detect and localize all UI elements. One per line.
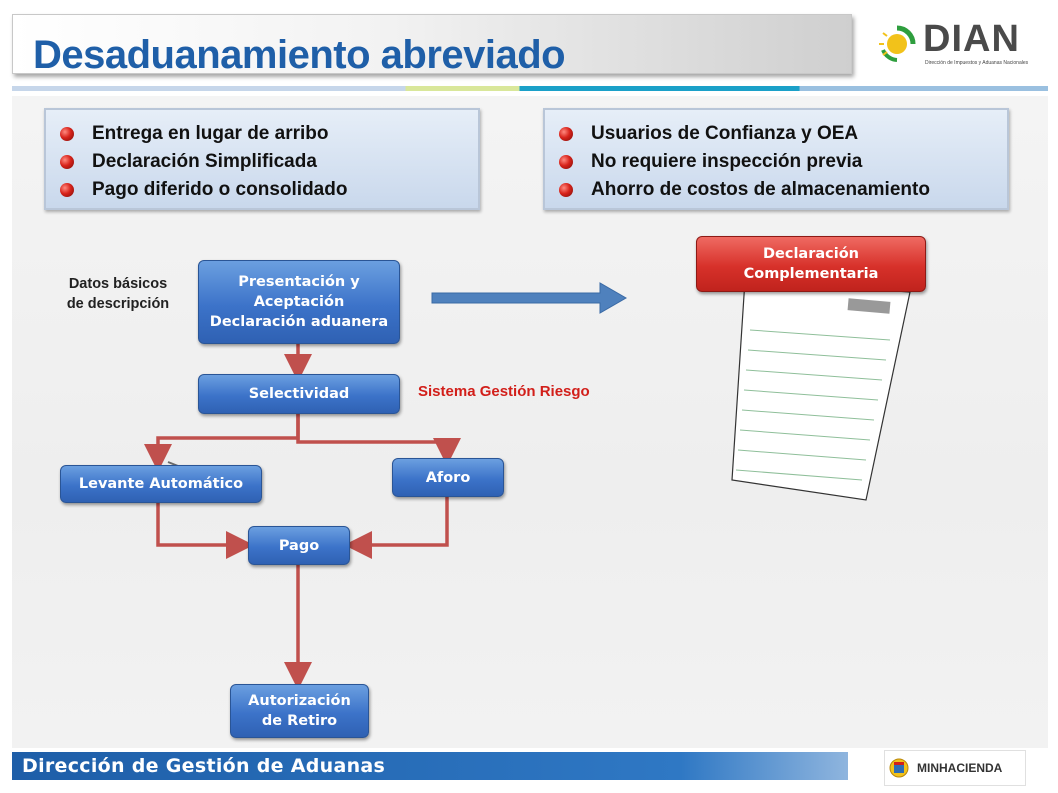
bullet-item: Entrega en lugar de arribo: [60, 120, 478, 148]
node-presentacion-line-2: Aceptación: [253, 294, 345, 310]
bullet-text: Usuarios de Confianza y OEA: [591, 123, 859, 144]
node-autorizacion: Autorización de Retiro: [230, 684, 369, 738]
node-aforo: Aforo: [392, 458, 504, 497]
node-declaracion-complementaria: Declaración Complementaria: [696, 236, 926, 292]
datos-label-line-1: Datos básicos: [68, 276, 168, 292]
bullet-box-left: Entrega en lugar de arribo Declaración S…: [44, 108, 480, 210]
node-levante: Levante Automático: [60, 465, 262, 503]
bullet-box-right: Usuarios de Confianza y OEA No requiere …: [543, 108, 1009, 210]
dian-sun-icon: [879, 25, 916, 62]
footer-bar: Dirección de Gestión de Aduanas: [12, 752, 848, 780]
bullet-text: Declaración Simplificada: [92, 151, 317, 172]
blue-arrow-icon: [431, 282, 628, 314]
coat-of-arms-icon: [889, 758, 909, 778]
node-selectividad: Selectividad: [198, 374, 400, 414]
node-levante-label: Levante Automático: [78, 476, 244, 492]
node-presentacion-line-3: Declaración aduanera: [209, 314, 389, 330]
dian-logo: DIAN Dirección de Impuestos y Aduanas Na…: [875, 14, 1035, 74]
bullet-text: Ahorro de costos de almacenamiento: [591, 179, 930, 200]
color-strip: [12, 86, 1048, 91]
page-title: Desaduanamiento abreviado: [33, 33, 566, 77]
bullet-item: Declaración Simplificada: [60, 148, 478, 176]
node-selectividad-label: Selectividad: [248, 386, 350, 402]
document-image-icon: [731, 279, 911, 501]
red-bullet-icon: [559, 183, 573, 197]
bullet-item: Usuarios de Confianza y OEA: [559, 120, 1007, 148]
datos-label: Datos básicos de descripción: [58, 274, 178, 314]
bullet-text: No requiere inspección previa: [591, 151, 863, 172]
sistema-riesgo-label: Sistema Gestión Riesgo: [418, 383, 590, 400]
bullet-item: No requiere inspección previa: [559, 148, 1007, 176]
red-bullet-icon: [559, 127, 573, 141]
node-pago-label: Pago: [278, 537, 320, 554]
red-bullet-icon: [60, 183, 74, 197]
bullet-text: Entrega en lugar de arribo: [92, 123, 329, 144]
node-aforo-label: Aforo: [425, 469, 471, 486]
node-declaracion-line-1: Declaración: [762, 246, 859, 262]
title-bar: Desaduanamiento abreviado: [12, 14, 852, 77]
red-bullet-icon: [559, 155, 573, 169]
minhacienda-logo: MINHACIENDA: [884, 750, 1026, 786]
node-declaracion-line-2: Complementaria: [743, 266, 879, 282]
minhacienda-logo-text: MINHACIENDA: [917, 761, 1003, 775]
node-presentacion-line-1: Presentación y: [238, 274, 360, 290]
red-bullet-icon: [60, 127, 74, 141]
red-bullet-icon: [60, 155, 74, 169]
footer-text: Dirección de Gestión de Aduanas: [22, 755, 386, 777]
dian-logo-subtitle: Dirección de Impuestos y Aduanas Naciona…: [925, 60, 1029, 66]
bullet-text: Pago diferido o consolidado: [92, 179, 348, 200]
dian-logo-text: DIAN: [923, 18, 1020, 60]
bullet-item: Pago diferido o consolidado: [60, 176, 478, 204]
node-pago: Pago: [248, 526, 350, 565]
bullet-item: Ahorro de costos de almacenamiento: [559, 176, 1007, 204]
node-autorizacion-line-1: Autorización: [248, 693, 351, 709]
datos-label-line-2: de descripción: [66, 296, 170, 312]
node-autorizacion-line-2: de Retiro: [261, 713, 338, 729]
node-presentacion: Presentación y Aceptación Declaración ad…: [198, 260, 400, 344]
